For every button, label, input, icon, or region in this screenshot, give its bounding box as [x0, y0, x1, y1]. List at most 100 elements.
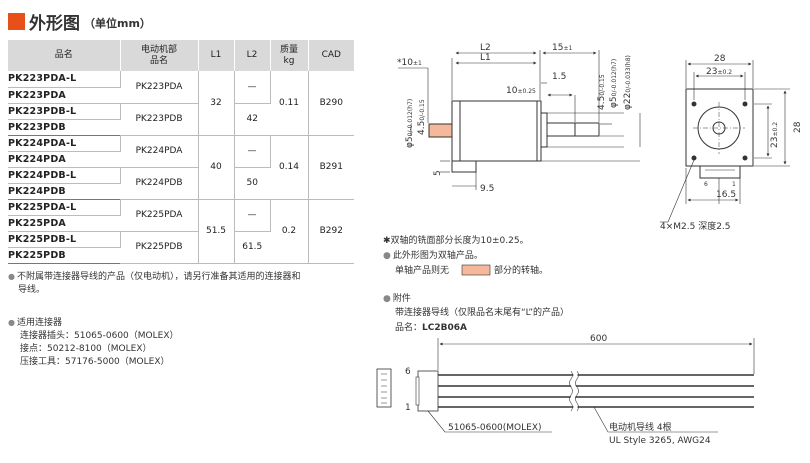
accessory-section: ●附件 带连接器导线（仅限品名末尾有“L”的产品） 品名：LC2B06A	[383, 292, 569, 333]
front-shaft	[546, 122, 600, 137]
dim-phi5-rear: φ50/-0.012(h7)	[405, 99, 415, 148]
dim-4-5-front: 4.50/-0.15	[597, 74, 607, 110]
l1-value: 40	[198, 135, 235, 200]
front-view	[660, 60, 790, 223]
dim-phi22: φ220/-0.033(h8)	[623, 55, 633, 110]
screw-hole	[691, 155, 697, 161]
header-motor-part: 电动机部品名	[120, 40, 199, 71]
front-flange	[685, 88, 754, 167]
single-shaft-note-post: 部分的转轴。	[494, 264, 548, 276]
l2-value: —	[234, 71, 271, 104]
product-name: PK223PDB	[8, 119, 120, 136]
product-name: PK223PDB-L	[8, 103, 121, 120]
product-name: PK223PDA	[8, 87, 120, 104]
wire-spec: UL Style 3265, AWG24	[609, 436, 711, 446]
connector-note: 不附属带连接器导线的产品（仅电动机），请另行准备其适用的连接器和 导线。	[8, 270, 301, 297]
cad-value: B291	[308, 135, 354, 200]
table-row: PK225PDA-L PK225PDA 51.5 — 0.2 B292	[8, 199, 354, 264]
page-title: 外形图	[29, 13, 80, 34]
section-header: 外形图 （单位mm）	[8, 10, 151, 34]
connector-title: 适用连接器	[8, 316, 179, 330]
motor-part: PK224PDB	[120, 167, 199, 200]
product-name: PK225PDB-L	[8, 231, 121, 248]
cad-value: B290	[308, 71, 354, 136]
table-row: PK224PDA-L PK224PDA 40 — 0.14 B291	[8, 135, 354, 200]
wire-pin-1: 1	[405, 403, 411, 413]
note-line-1: 不附属带连接器导线的产品（仅电动机），请另行准备其适用的连接器和	[8, 270, 301, 284]
l2-value: 42	[234, 103, 270, 136]
header-cad: CAD	[308, 40, 354, 71]
dim-phi5-front: φ50/-0.012(h7)	[609, 59, 619, 108]
table-row: PK225PDB	[8, 247, 354, 264]
screw-spec: 4×M2.5 深度2.5	[660, 220, 731, 232]
table-row: PK223PDA	[8, 87, 354, 104]
table-row: PK224PDB-L PK224PDB 50	[8, 167, 354, 200]
product-name: PK224PDA	[8, 151, 120, 168]
front-view-labels: 28 23±0.2 23±0.2 28 6 1 16.5 4×M2.5 深度2.…	[660, 54, 803, 232]
table-row: PK223PDB	[8, 119, 354, 136]
dim-10: 10±0.25	[506, 86, 536, 96]
dim-23-top: 23±0.2	[706, 67, 732, 77]
l2-value: 61.5	[234, 231, 270, 264]
dim-5: 5	[433, 170, 443, 176]
product-name: PK223PDA-L	[8, 71, 121, 88]
accessory-desc: 带连接器导线（仅限品名末尾有“L”的产品）	[395, 306, 569, 318]
lead-wire-drawing	[376, 338, 755, 433]
mass-value: 0.2	[270, 199, 309, 264]
unit-note: （单位mm）	[84, 16, 151, 30]
product-name: PK224PDA-L	[8, 135, 121, 152]
connector-housing: 连接器插头：51065-0600（MOLEX）	[20, 331, 179, 341]
header-marker	[8, 12, 25, 30]
l2-value: —	[234, 135, 271, 168]
dim-1-5: 1.5	[552, 72, 566, 82]
dim-23-side: 23±0.2	[770, 122, 780, 148]
connector-tool: 压接工具：57176-5000（MOLEX）	[20, 357, 170, 367]
product-name: PK225PDA	[8, 215, 120, 232]
dim-l1: L1	[480, 53, 491, 63]
screw-hole	[742, 155, 748, 161]
motor-body	[451, 100, 542, 162]
l2-value: —	[234, 199, 271, 232]
product-name: PK225PDB	[8, 247, 120, 264]
l1-value: 51.5	[198, 199, 235, 264]
dim-28-top: 28	[714, 54, 726, 64]
dim-28-side: 28	[793, 121, 803, 133]
screw-hole	[742, 101, 748, 107]
side-view-labels: L2 L1 15±1 *10±1 1.5 10±0.25 5 9.5 φ50/-…	[397, 43, 633, 194]
header-motor-line1: 电动机部	[140, 44, 177, 55]
wire-connector-model: 51065-0600(MOLEX)	[448, 423, 542, 433]
header-motor-line2: 品名	[149, 55, 168, 66]
table-row: PK224PDB	[8, 183, 354, 200]
l1-value: 32	[198, 71, 235, 136]
l2-value: 50	[234, 167, 270, 200]
cad-value: B292	[308, 199, 354, 264]
header-l2: L2	[234, 40, 271, 71]
drawing-notes: ✱双轴的铣面部分长度为10±0.25。 ●此外形图为双轴产品。 单轴产品则无 部…	[383, 234, 548, 276]
dim-l2: L2	[480, 43, 491, 53]
table-row: PK224PDA	[8, 151, 354, 168]
pin-1-label: 1	[732, 181, 736, 188]
table-row: PK223PDB-L PK223PDB 42	[8, 103, 354, 136]
single-shaft-note-pre: 单轴产品则无	[395, 264, 449, 276]
note-line-2: 导线。	[18, 285, 46, 295]
product-name: PK224PDB	[8, 183, 120, 200]
dim-10-star: *10±1	[397, 58, 422, 68]
star-note: ✱双轴的铣面部分长度为10±0.25。	[383, 234, 529, 246]
wire-length: 600	[590, 334, 607, 344]
side-view	[398, 50, 641, 190]
accessory-model: 品名：LC2B06A	[395, 321, 467, 333]
connector-body	[417, 370, 439, 412]
front-connector	[699, 165, 741, 179]
lead-wire-labels: 600 6 1 51065-0600(MOLEX) 电动机导线 4根 UL St…	[405, 334, 711, 446]
side-connector	[451, 160, 477, 173]
header-mass-line1: 质量	[279, 44, 298, 55]
connector-face	[376, 368, 392, 408]
applicable-connector: 适用连接器 连接器插头：51065-0600（MOLEX） 接点：50212-8…	[8, 316, 179, 369]
pin-6-label: 6	[704, 181, 708, 188]
motor-part: PK224PDA	[120, 135, 199, 168]
header-product: 品名	[8, 40, 121, 71]
